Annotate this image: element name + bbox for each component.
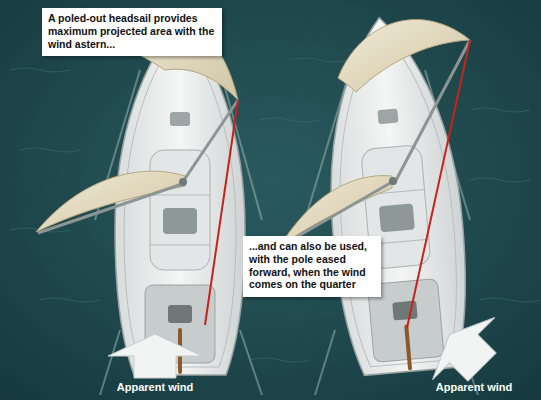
callout-text: ...and can also be used, with the pole e…	[249, 240, 375, 291]
callout-text: A poled-out headsail provides maximum pr…	[48, 12, 216, 50]
callout-box: ...and can also be used, with the pole e…	[243, 236, 381, 297]
wind-arrow	[108, 334, 202, 378]
wind-label: Apparent wind	[117, 381, 193, 393]
wind-label: Apparent wind	[436, 381, 512, 393]
wind-arrow	[418, 303, 513, 398]
callout-box: A poled-out headsail provides maximum pr…	[42, 8, 222, 56]
boat-wind-astern	[36, 20, 245, 375]
